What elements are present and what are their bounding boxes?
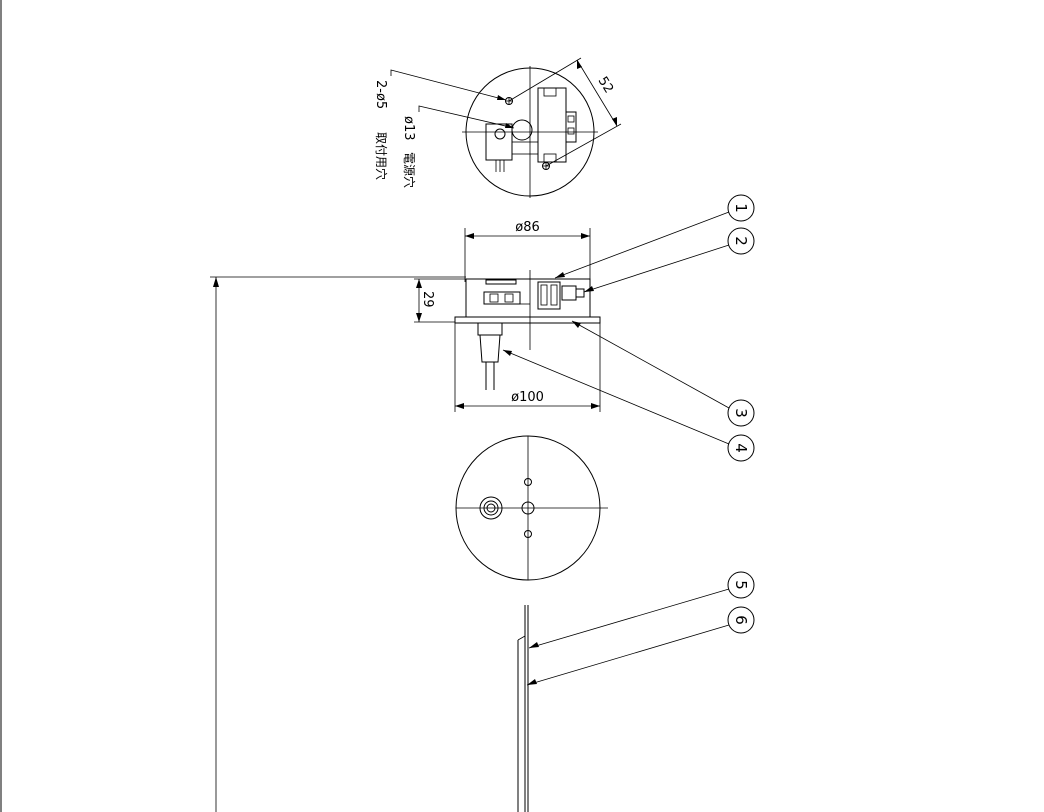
housing-body bbox=[465, 278, 591, 318]
balloon-3: 3 bbox=[571, 320, 755, 427]
bottom-view bbox=[455, 435, 608, 581]
balloon-2-text: 2 bbox=[732, 236, 750, 246]
balloon-5-text: 5 bbox=[732, 580, 750, 590]
balloon-1: 1 bbox=[554, 194, 755, 279]
pole-view bbox=[517, 605, 529, 812]
mount-hole-note: 取付用穴 bbox=[374, 132, 389, 180]
power-hole bbox=[511, 119, 533, 141]
balloon-6: 6 bbox=[526, 606, 755, 686]
pitch-ext-1 bbox=[508, 57, 582, 102]
bottom-hole-lower bbox=[524, 530, 532, 538]
top-diameter-text: ø86 bbox=[515, 220, 540, 235]
balloon-4: 4 bbox=[502, 349, 755, 462]
balloon-1-text: 1 bbox=[732, 203, 750, 213]
side-sensor-block bbox=[537, 281, 561, 310]
balloon-6-text: 6 bbox=[732, 615, 750, 625]
bottom-center-hole bbox=[521, 501, 535, 515]
sensor-block bbox=[537, 87, 567, 163]
side-view: ø86 29 ø100 bbox=[210, 220, 601, 812]
balloon-2: 2 bbox=[583, 227, 755, 293]
bottom-gland-outer bbox=[479, 496, 503, 520]
top-view: 2-ø5 取付用穴 ø13 電源穴 52 bbox=[373, 57, 622, 198]
bottom-gland-inner bbox=[486, 503, 496, 513]
terminal-block bbox=[565, 111, 577, 143]
balloon-3-text: 3 bbox=[732, 408, 750, 418]
power-hole-label: ø13 bbox=[401, 116, 416, 141]
pitch-dim-text: 52 bbox=[595, 74, 616, 96]
base-plate bbox=[454, 316, 601, 324]
height-text: 29 bbox=[420, 291, 435, 308]
pitch-ext-2 bbox=[545, 123, 622, 167]
cable-gland-nut bbox=[477, 322, 503, 336]
cable-gland-body bbox=[479, 334, 501, 363]
balloon-4-text: 4 bbox=[732, 443, 750, 453]
bottom-diameter-text: ø100 bbox=[511, 390, 544, 405]
mount-hole-label: 2-ø5 bbox=[373, 80, 388, 109]
mount-hole-leader bbox=[390, 69, 507, 101]
power-hole-leader bbox=[418, 105, 515, 129]
balloon-5: 5 bbox=[528, 571, 755, 649]
bottom-hole-upper bbox=[524, 478, 532, 486]
bottom-gland-mid bbox=[483, 500, 499, 516]
power-hole-note: 電源穴 bbox=[402, 152, 417, 188]
pitch-dim-line bbox=[576, 59, 618, 127]
